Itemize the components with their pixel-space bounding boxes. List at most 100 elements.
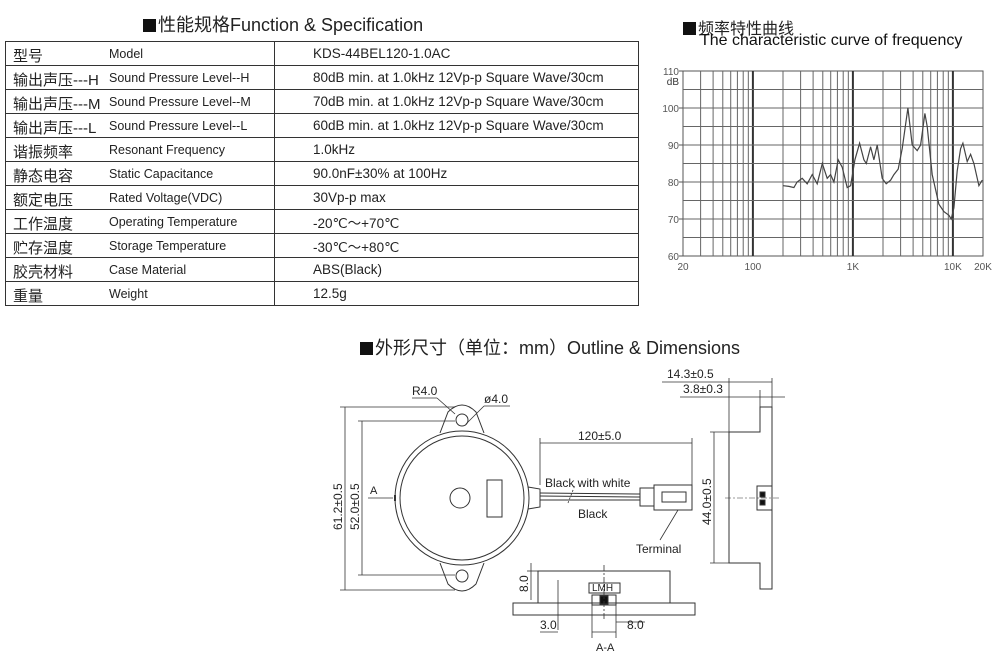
x-tick-label: 100: [745, 262, 762, 273]
data-point: [816, 183, 818, 185]
front-dimensions: [340, 397, 693, 591]
data-point: [854, 159, 856, 161]
data-point: [863, 159, 865, 161]
label-en: Case Material: [109, 263, 187, 277]
x-tick-label: 20K: [974, 262, 992, 273]
bullet-square-icon: [360, 342, 373, 355]
dimension-labels: R4.0 ø4.0 120±5.0 Black with white Black…: [331, 367, 723, 654]
label-en: Model: [109, 47, 144, 61]
data-point: [931, 174, 933, 175]
curve-title-zh: 频率特性曲线: [698, 21, 795, 38]
data-point: [893, 174, 895, 175]
y-tick-label: 90: [668, 141, 680, 152]
curve-title-en: The characteristic curve of frequency: [700, 32, 963, 49]
data-point: [897, 168, 899, 170]
label-en: Storage Temperature: [109, 239, 227, 253]
side-view: [662, 378, 785, 590]
data-point: [960, 148, 961, 149]
spec-row: 重量 Weight 12.5g: [5, 281, 639, 306]
spec-value: 12.5g: [274, 281, 639, 306]
data-point: [793, 187, 795, 188]
thickness-label: 14.3±0.5: [667, 367, 714, 381]
data-point: [890, 179, 891, 181]
data-point: [801, 178, 803, 179]
data-point: [966, 161, 968, 162]
data-point: [920, 144, 921, 146]
curve-heading: 频率特性曲线: [683, 15, 794, 39]
label-zh: 胶壳材料: [13, 264, 74, 281]
cable-length-label: 120±5.0: [578, 429, 622, 443]
spec-value: 30Vp-p max: [274, 185, 639, 210]
label-zh: 额定电压: [13, 192, 74, 209]
label-zh: 型号: [13, 48, 44, 65]
spec-row: 型号 Model KDS-44BEL120-1.0AC: [5, 41, 639, 66]
y-axis-label: dB: [667, 77, 680, 88]
data-point: [850, 185, 851, 186]
label-zh: 静态电容: [13, 168, 74, 185]
label-zh: 谐振频率: [13, 144, 74, 161]
x-tick-label: 10K: [944, 262, 962, 273]
wire1-label: Black with white: [545, 476, 631, 490]
spec-value: KDS-44BEL120-1.0AC: [274, 41, 639, 66]
side-height-label: 44.0±0.5: [700, 478, 714, 525]
data-point: [938, 203, 940, 205]
data-point: [841, 166, 843, 168]
spec-heading: 性能规格Function & Specification: [143, 11, 423, 37]
data-point: [859, 142, 860, 144]
label-en: Rated Voltage(VDC): [109, 191, 223, 205]
spec-value: 1.0kHz: [274, 137, 639, 162]
data-point: [911, 144, 913, 146]
data-point: [950, 218, 952, 220]
section-3-label: 3.0: [540, 618, 557, 632]
bullet-square-icon: [683, 22, 696, 35]
data-point: [876, 144, 878, 146]
inner-height-label: 52.0±0.5: [348, 483, 362, 530]
spec-label-cell: 工作温度 Operating Temperature: [5, 209, 275, 234]
data-point: [962, 142, 964, 144]
data-point: [956, 170, 958, 172]
data-point: [811, 174, 813, 175]
label-en: Operating Temperature: [109, 215, 238, 229]
spec-value: 90.0nF±30% at 100Hz: [274, 161, 639, 186]
label-en: Weight: [109, 287, 148, 301]
data-point: [881, 178, 883, 179]
data-point: [926, 126, 928, 127]
label-zh: 输出声压---M: [13, 96, 101, 113]
data-point: [806, 183, 808, 185]
spec-label-cell: 额定电压 Rated Voltage(VDC): [5, 185, 275, 210]
label-zh: 重量: [13, 288, 44, 305]
data-point: [837, 159, 839, 161]
x-tick-label: 1K: [847, 262, 860, 273]
data-point: [788, 186, 790, 187]
label-zh: 工作温度: [13, 216, 74, 233]
data-point: [830, 174, 831, 175]
section-view: [512, 563, 696, 638]
data-point: [865, 163, 867, 164]
data-point: [885, 183, 887, 185]
section-8-label: 8.0: [627, 618, 644, 632]
y-tick-label: 110: [663, 67, 679, 78]
spec-value: 80dB min. at 1.0kHz 12Vp-p Square Wave/3…: [274, 65, 639, 90]
label-en: Sound Pressure Level--L: [109, 119, 248, 133]
hole-label: ø4.0: [484, 392, 508, 406]
data-point: [870, 146, 871, 148]
label-en: Sound Pressure Level--H: [109, 71, 250, 85]
radius-label: R4.0: [412, 384, 438, 398]
spec-row: 额定电压 Rated Voltage(VDC) 30Vp-p max: [5, 185, 639, 210]
data-point: [970, 153, 971, 155]
label-en: Sound Pressure Level--M: [109, 95, 251, 109]
section-arrow-label: A: [370, 485, 378, 497]
label-zh: 贮存温度: [13, 240, 74, 257]
y-tick-label: 100: [662, 104, 679, 115]
spec-label-cell: 重量 Weight: [5, 281, 275, 306]
